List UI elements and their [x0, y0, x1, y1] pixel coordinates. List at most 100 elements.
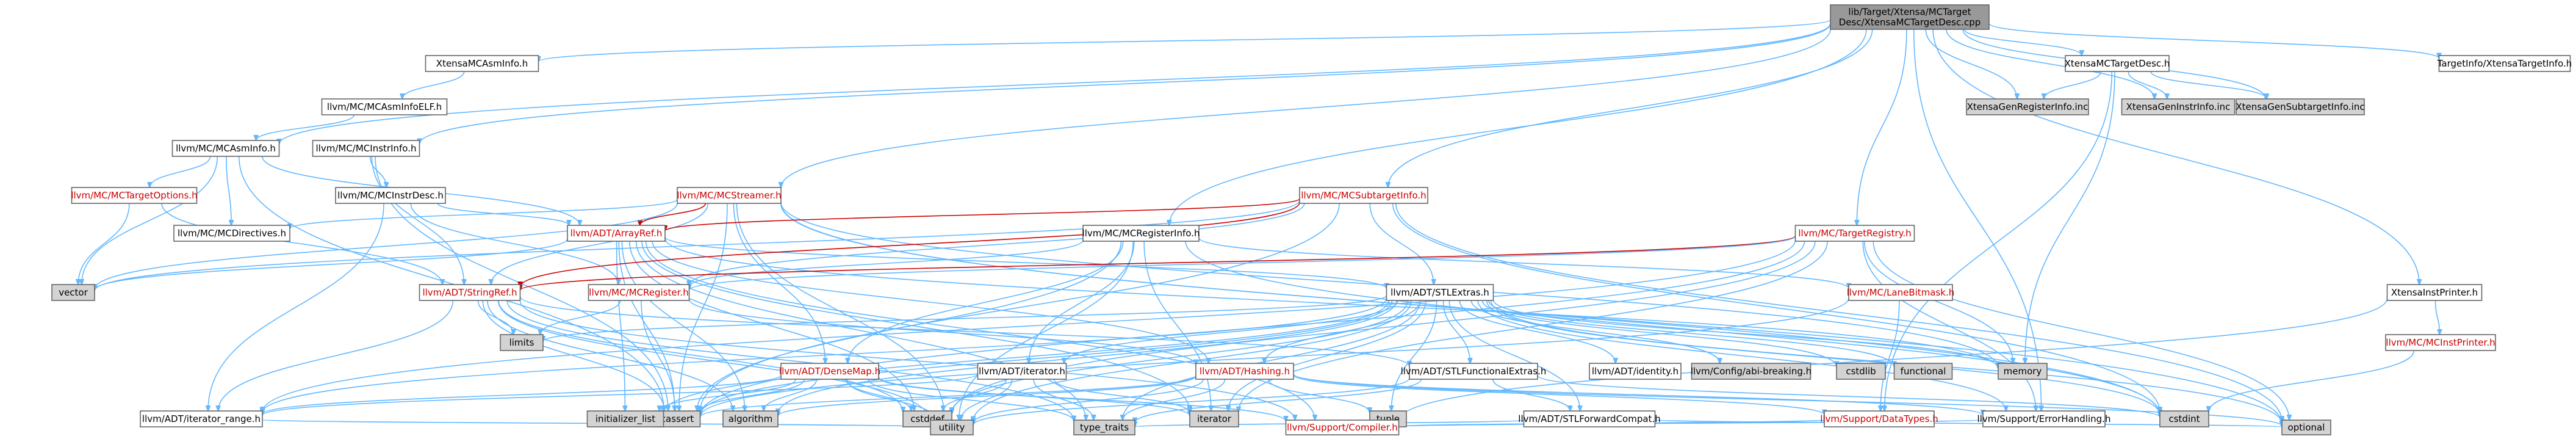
node-compiler[interactable]: llvm/Support/Compiler.h	[1285, 420, 1400, 435]
node-box	[419, 284, 521, 301]
node-box	[1082, 225, 1200, 242]
node-stlextras[interactable]: llvm/ADT/STLExtras.h	[1386, 284, 1494, 301]
node-instprinter[interactable]: XtensaInstPrinter.h	[2386, 284, 2483, 301]
node-datatypes[interactable]: llvm/Support/DataTypes.h	[1820, 410, 1938, 427]
node-label: llvm/Config/abi-breaking.h	[1691, 366, 1811, 377]
node-mcregister[interactable]: llvm/MC/MCRegister.h	[588, 284, 690, 301]
edge-targetregistry-to-memory	[1864, 241, 2013, 363]
node-box	[1836, 363, 1886, 380]
node-lanebitmask[interactable]: llvm/MC/LaneBitmask.h	[1847, 284, 1955, 301]
node-box	[1824, 410, 1935, 427]
node-mcinstrdesc[interactable]: llvm/MC/MCInstrDesc.h	[335, 187, 446, 204]
node-label: XtensaGenInstrInfo.inc	[2126, 101, 2231, 112]
edge-mcstreamer-to-arrayref	[640, 203, 707, 225]
edge-mcstreamer-to-vector	[95, 203, 678, 289]
edge-stlfunctional-to-utility	[973, 377, 1410, 425]
edge-mcinstrinfo-to-stringref	[371, 156, 464, 285]
edge-mcinstrdesc-to-mcregister	[410, 203, 618, 285]
edge-hashing-to-utility	[973, 379, 1204, 423]
node-box	[588, 284, 690, 301]
node-arrayref[interactable]: llvm/ADT/ArrayRef.h	[567, 225, 666, 242]
node-asminfo[interactable]: XtensaMCAsmInfo.h	[425, 55, 539, 72]
edge-mcreginfo-to-cassert	[697, 241, 1122, 411]
node-adtiterator[interactable]: llvm/ADT/iterator.h	[977, 363, 1067, 380]
edge-root-to-mcsubtarget	[1388, 29, 1873, 187]
edge-mcinstrinfo-to-mcinstrdesc	[369, 156, 386, 187]
node-mcstreamer[interactable]: llvm/MC/MCStreamer.h	[677, 187, 782, 204]
edge-stlextras-to-optional	[1490, 300, 2282, 424]
node-box	[1299, 187, 1428, 204]
node-targetregistry[interactable]: llvm/MC/TargetRegistry.h	[1794, 225, 1915, 242]
edge-stringref-to-cassert	[482, 300, 664, 411]
node-mcreginfo[interactable]: llvm/MC/MCRegisterInfo.h	[1082, 225, 1200, 242]
node-itrange[interactable]: llvm/ADT/iterator_range.h	[140, 410, 263, 427]
node-hashing[interactable]: llvm/ADT/Hashing.h	[1195, 363, 1294, 380]
node-box	[425, 55, 539, 72]
node-label: XtensaMCTargetDesc.h	[2065, 58, 2170, 69]
node-label: llvm/ADT/iterator.h	[979, 366, 1065, 377]
node-label: cassert	[661, 413, 694, 424]
edge-mcreginfo-to-mcregister	[689, 239, 1084, 286]
node-box	[500, 334, 544, 351]
node-mcdirectives[interactable]: llvm/MC/MCDirectives.h	[173, 225, 290, 242]
node-targetinfo[interactable]: TargetInfo/XtensaTargetInfo.h	[2437, 55, 2572, 72]
node-label: llvm/ADT/STLFunctionalExtras.h	[1401, 366, 1547, 377]
node-label: llvm/Support/ErrorHandling.h	[1977, 413, 2111, 424]
node-functional: functional	[1893, 363, 1953, 380]
edge-mcinstrdesc-to-arrayref	[437, 203, 569, 225]
node-box	[2121, 98, 2236, 115]
edge-mcinstprinter-to-cstdint	[2209, 350, 2415, 412]
node-box	[586, 410, 664, 427]
node-label: llvm/Support/Compiler.h	[1287, 422, 1398, 433]
edge-arrayref-to-cassert	[618, 241, 674, 411]
node-box	[2065, 55, 2170, 72]
node-label: llvm/MC/MCDirectives.h	[178, 228, 286, 239]
node-initlist: initializer_list	[586, 410, 664, 427]
node-xtensatargetdesc[interactable]: XtensaMCTargetDesc.h	[2065, 55, 2170, 72]
edge-stlextras-to-cstddef	[952, 300, 1409, 413]
edge-errorhandling-to-compiler	[1399, 419, 1984, 427]
node-box	[1691, 363, 1811, 380]
node-stlforward[interactable]: llvm/ADT/STLForwardCompat.h	[1518, 410, 1661, 427]
edge-targetregistry-to-itrange	[262, 239, 1796, 412]
node-stringref[interactable]: llvm/ADT/StringRef.h	[419, 284, 521, 301]
edge-xtensatargetdesc-to-memory	[2025, 71, 2115, 363]
node-label: llvm/ADT/STLExtras.h	[1391, 287, 1489, 298]
edge-xtensatargetdesc-to-geninstrinfo	[2128, 71, 2167, 99]
node-targetoptions[interactable]: llvm/MC/MCTargetOptions.h	[71, 187, 198, 204]
edge-layer	[78, 19, 2439, 427]
edge-stlextras-to-itrange	[262, 297, 1387, 413]
node-mcinstrinfo[interactable]: llvm/MC/MCInstrInfo.h	[312, 140, 420, 157]
edge-arrayref-to-typetraits	[635, 241, 1086, 420]
edge-stlextras-to-functional	[1488, 300, 1894, 366]
node-box	[140, 410, 263, 427]
node-mcsubtarget[interactable]: llvm/MC/MCSubtargetInfo.h	[1299, 187, 1428, 204]
edge-targetregistry-to-mcregister	[689, 236, 1796, 290]
node-mcinstprinter[interactable]: llvm/MC/MCInstPrinter.h	[2385, 334, 2496, 351]
node-box	[335, 187, 446, 204]
node-asminfoelf[interactable]: llvm/MC/MCAsmInfoELF.h	[321, 98, 448, 115]
edge-densemap-to-compiler	[878, 376, 1286, 421]
edge-adtiterator-to-typetraits	[1033, 379, 1093, 420]
node-box	[1998, 363, 2048, 380]
node-geninstrinfo: XtensaGenInstrInfo.inc	[2121, 98, 2236, 115]
node-box	[1073, 420, 1135, 435]
node-label: llvm/MC/MCInstrDesc.h	[337, 190, 444, 201]
node-densemap[interactable]: llvm/ADT/DenseMap.h	[779, 363, 880, 380]
edge-root-to-targetinfo	[1988, 23, 2439, 58]
node-mcasminfo[interactable]: llvm/MC/MCAsmInfo.h	[171, 140, 280, 157]
edge-asminfo-to-asminfoelf	[402, 71, 465, 99]
node-label: functional	[1901, 366, 1946, 377]
node-label: llvm/MC/MCSubtargetInfo.h	[1301, 190, 1426, 201]
node-label: llvm/MC/MCAsmInfoELF.h	[327, 101, 442, 112]
node-identity[interactable]: llvm/ADT/identity.h	[1589, 363, 1682, 380]
edge-stlextras-to-cstdint	[1486, 300, 2160, 415]
node-cstdlib: cstdlib	[1836, 363, 1886, 380]
node-errorhandling[interactable]: llvm/Support/ErrorHandling.h	[1977, 410, 2111, 427]
edge-stlextras-to-stlforward	[1448, 300, 1580, 411]
node-box	[1794, 225, 1915, 242]
edge-adtiterator-to-iterator	[1053, 379, 1190, 413]
edge-mcsubtarget-to-cassert	[700, 203, 1340, 412]
node-stlfunctional[interactable]: llvm/ADT/STLFunctionalExtras.h	[1401, 363, 1547, 380]
edge-stringref-to-compiler	[519, 300, 1295, 420]
